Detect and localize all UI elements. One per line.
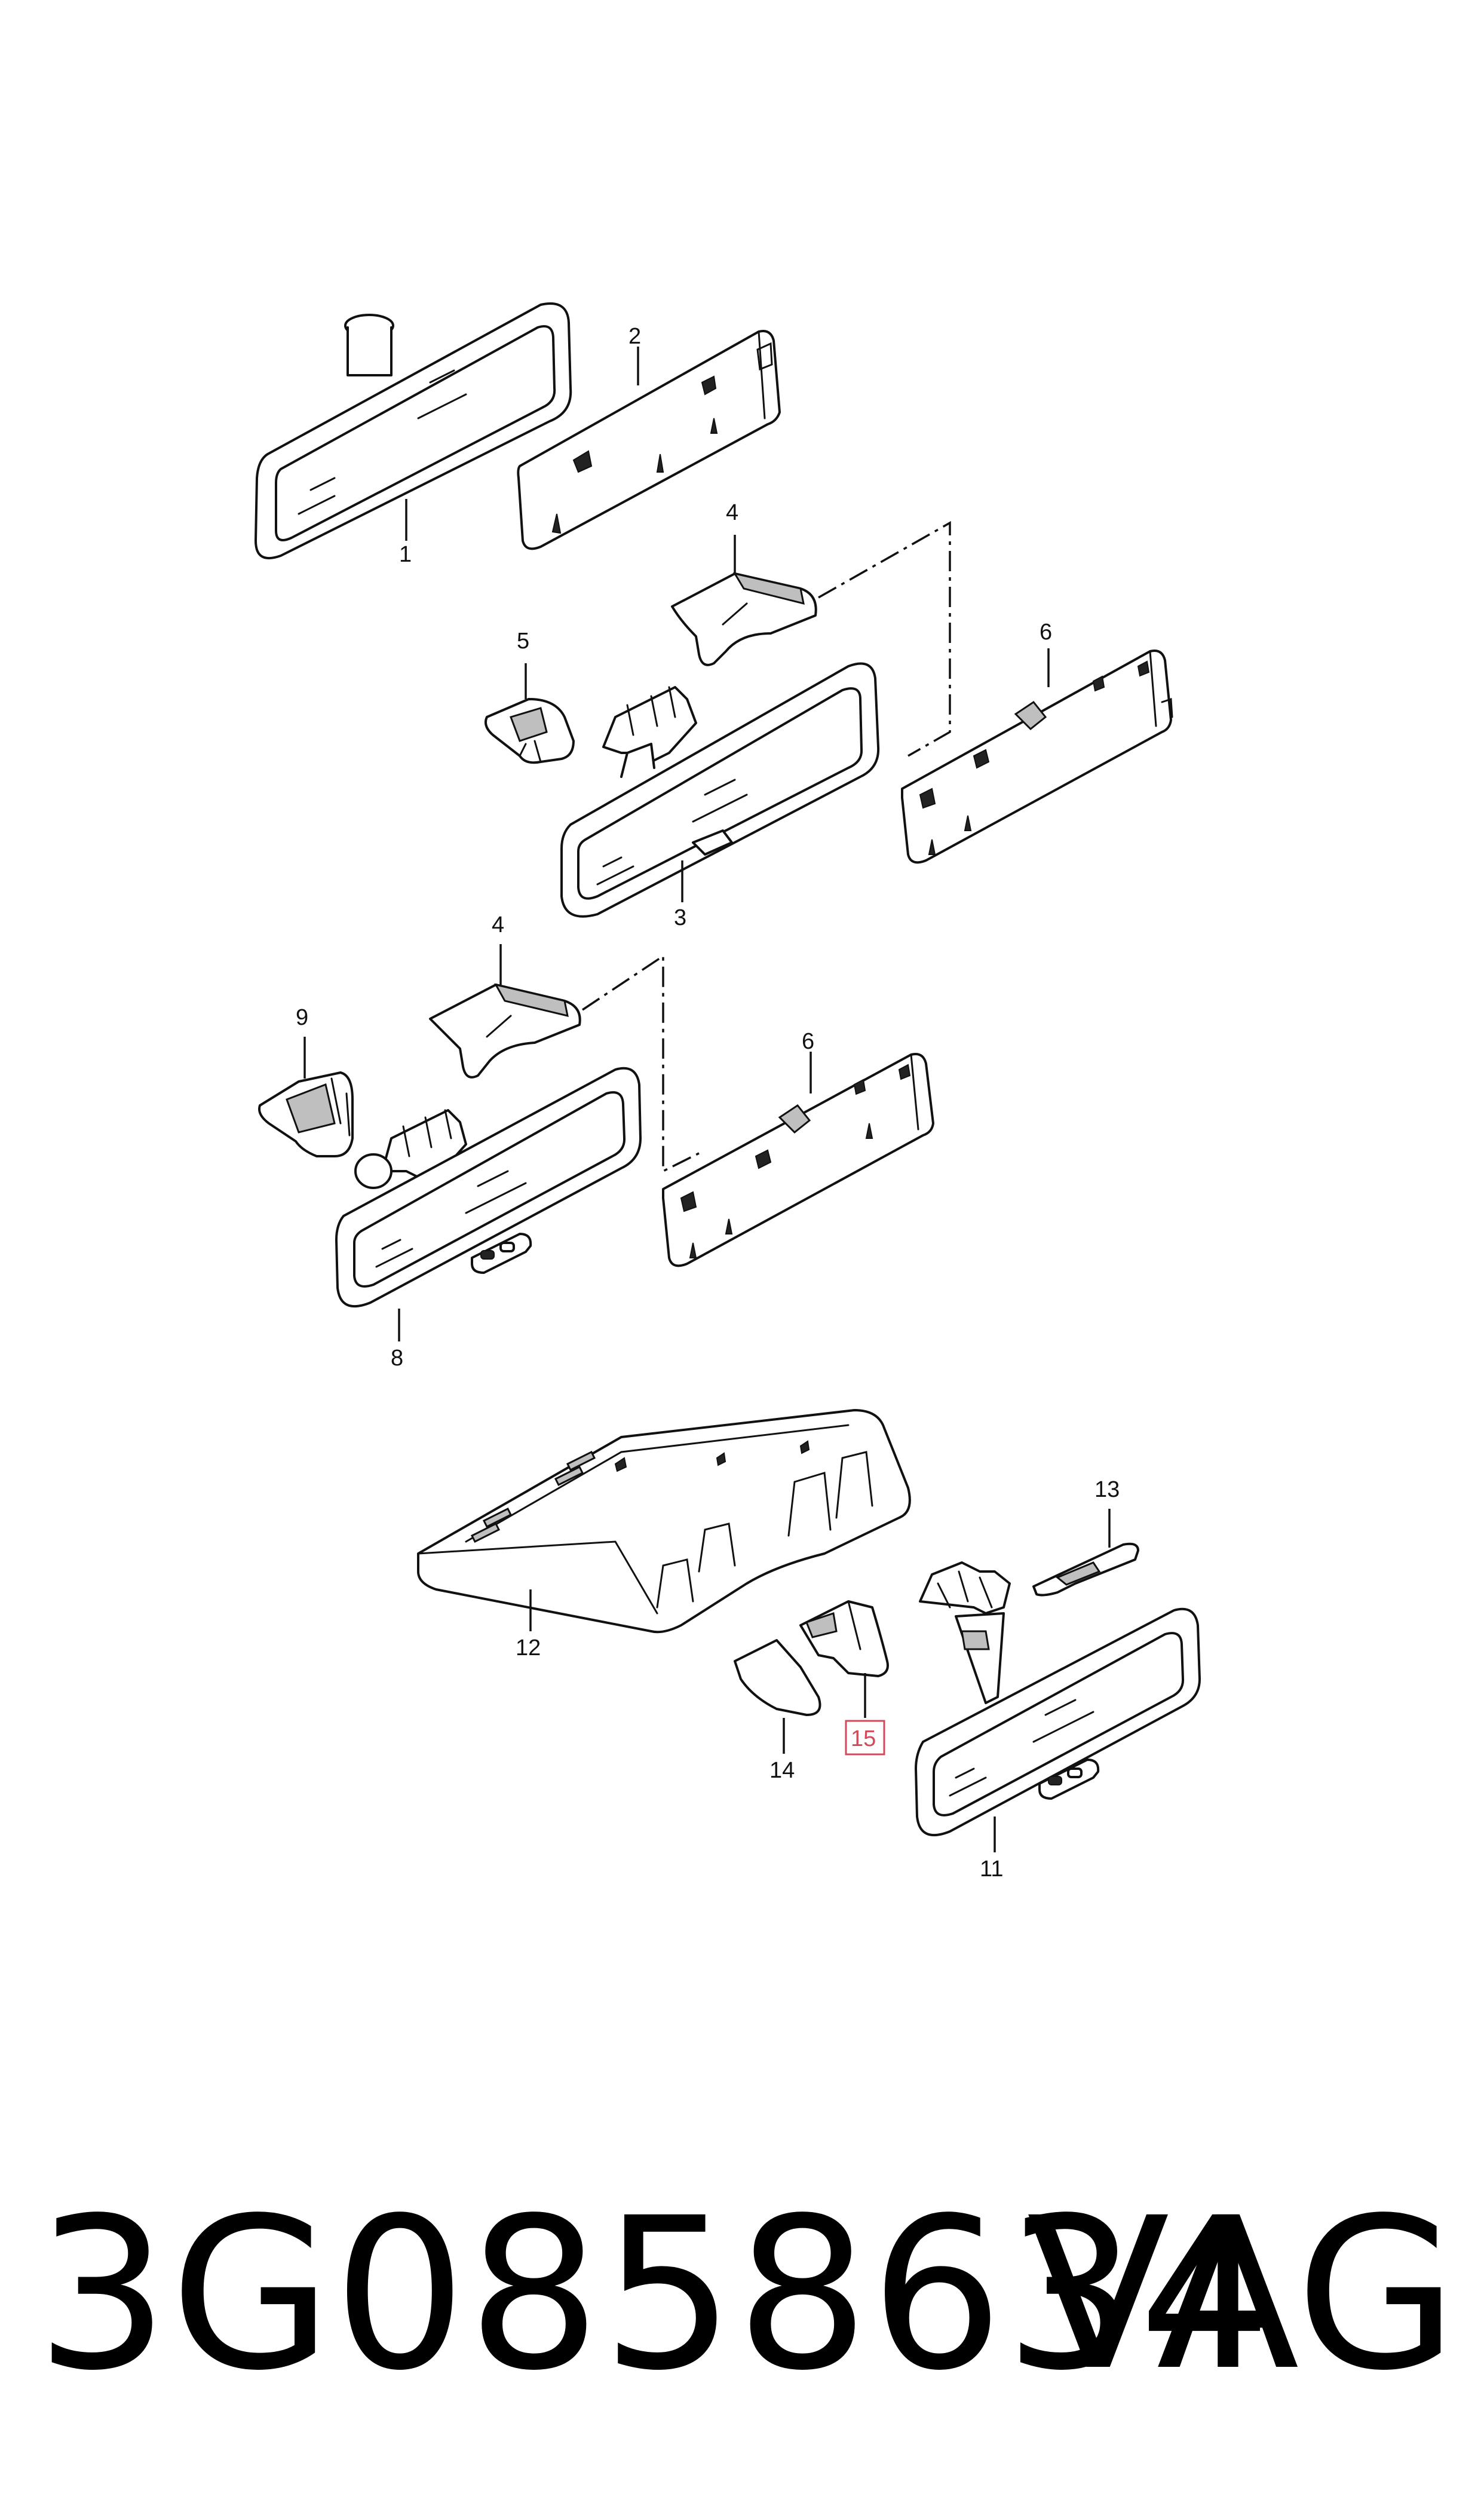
- part-1-mirror: [255, 302, 572, 559]
- callout-3: 3: [674, 905, 686, 930]
- part-5-small-cover: [485, 698, 575, 764]
- callout-6-lower: 6: [802, 1029, 814, 1054]
- brand-name: VAG: [1026, 2173, 1458, 2416]
- part-6-lower-cover: [662, 1053, 934, 1267]
- callout-1: 1: [399, 542, 412, 567]
- callout-12: 12: [516, 1635, 541, 1661]
- callout-15-box: [845, 1720, 885, 1756]
- part-11-mirror: [915, 1561, 1201, 1837]
- part-number: 3G0858634: [36, 2173, 1273, 2416]
- callout-9: 9: [296, 1005, 308, 1030]
- part-2-cover: [517, 330, 781, 550]
- callout-13: 13: [1094, 1477, 1120, 1502]
- callout-6-upper: 6: [1040, 620, 1052, 645]
- part-6-upper-cover: [901, 650, 1173, 864]
- part-3-mirror: [560, 662, 880, 918]
- callout-8: 8: [391, 1346, 403, 1371]
- footer: 3G0858634 VAG: [36, 2175, 1458, 2414]
- callout-15: 15: [851, 1726, 876, 1751]
- part-15-cover: [799, 1600, 889, 1677]
- part-8-mirror: [335, 1067, 642, 1308]
- callout-11: 11: [980, 1857, 1003, 1882]
- callout-4-upper: 4: [726, 500, 738, 525]
- callout-5: 5: [517, 629, 529, 654]
- part-9-sensor-cover: [258, 1071, 354, 1157]
- callout-2: 2: [628, 324, 641, 349]
- part-13-bracket: [1032, 1542, 1139, 1597]
- part-4-upper-cover: [671, 572, 817, 666]
- callout-14: 14: [769, 1758, 795, 1783]
- part-4-lower-cover: [429, 983, 581, 1079]
- part-14-trim: [734, 1639, 821, 1716]
- part-12-large-cover: [417, 1409, 911, 1634]
- callout-4-lower: 4: [492, 912, 504, 938]
